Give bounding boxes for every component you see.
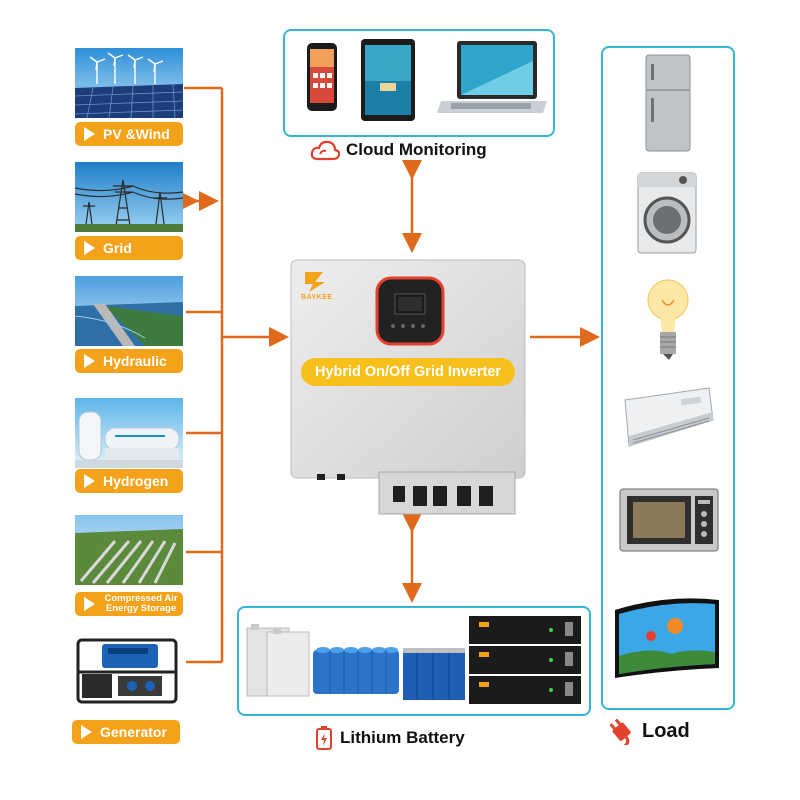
- play-triangle-icon: [84, 241, 95, 255]
- baykee-logo-icon: [305, 272, 325, 292]
- plug-icon: [609, 718, 631, 745]
- light-bulb-icon: [647, 276, 689, 362]
- generator-image: [72, 632, 184, 710]
- source-label-pv-wind: PV &Wind: [75, 122, 183, 146]
- hydrogen-tank-icon: [75, 398, 183, 468]
- source-label-grid: Grid: [75, 236, 183, 260]
- prismatic-cell-icon: [403, 648, 465, 700]
- fridge-icon: [645, 54, 691, 152]
- lithium-battery-caption: Lithium Battery: [314, 725, 465, 751]
- pv-wind-image: [75, 48, 183, 118]
- tv-icon: [611, 596, 723, 682]
- battery-images: [246, 616, 581, 704]
- lithium-battery-panel: [237, 606, 591, 716]
- air-conditioner-icon: [621, 386, 715, 450]
- cloud-icon: [310, 140, 340, 161]
- pouch-cell-icon: [246, 624, 310, 697]
- phone-icon: [307, 43, 337, 111]
- play-triangle-icon: [84, 354, 95, 368]
- inverter-label: Hybrid On/Off Grid Inverter: [301, 358, 515, 386]
- play-triangle-icon: [84, 474, 95, 488]
- source-label-hydraulic: Hydraulic: [75, 349, 183, 373]
- source-label-compressed-air: Compressed Air Energy Storage: [75, 592, 183, 616]
- cylindrical-cell-icon: [313, 647, 399, 694]
- hybrid-inverter: BAYKEE Hybrid On/Off Grid Inverter: [289, 258, 527, 516]
- generator-icon: [72, 632, 184, 710]
- tablet-icon: [361, 39, 415, 121]
- dam-icon: [75, 276, 183, 346]
- hydrogen-image: [75, 398, 183, 468]
- source-label-generator: Generator: [72, 720, 180, 744]
- play-triangle-icon: [84, 127, 95, 141]
- laptop-icon: [437, 41, 547, 113]
- cloud-monitoring-caption: Cloud Monitoring: [310, 139, 487, 161]
- compressed-air-image: [75, 515, 183, 585]
- play-triangle-icon: [81, 725, 92, 739]
- monitoring-devices: [307, 39, 547, 121]
- power-tower-icon: [75, 162, 183, 232]
- pipeline-icon: [75, 515, 183, 585]
- hydraulic-image: [75, 276, 183, 346]
- play-triangle-icon: [84, 597, 95, 611]
- source-label-hydrogen: Hydrogen: [75, 469, 183, 493]
- grid-image: [75, 162, 183, 232]
- battery-icon: [316, 726, 332, 750]
- brand-logo: BAYKEE: [301, 270, 333, 301]
- cloud-monitoring-panel: [283, 29, 555, 137]
- load-caption: Load: [606, 717, 690, 745]
- load-panel: [601, 46, 735, 710]
- washing-machine-icon: [637, 172, 697, 254]
- microwave-icon: [619, 488, 719, 552]
- rack-battery-icon: [469, 616, 581, 704]
- solar-wind-icon: [75, 48, 183, 118]
